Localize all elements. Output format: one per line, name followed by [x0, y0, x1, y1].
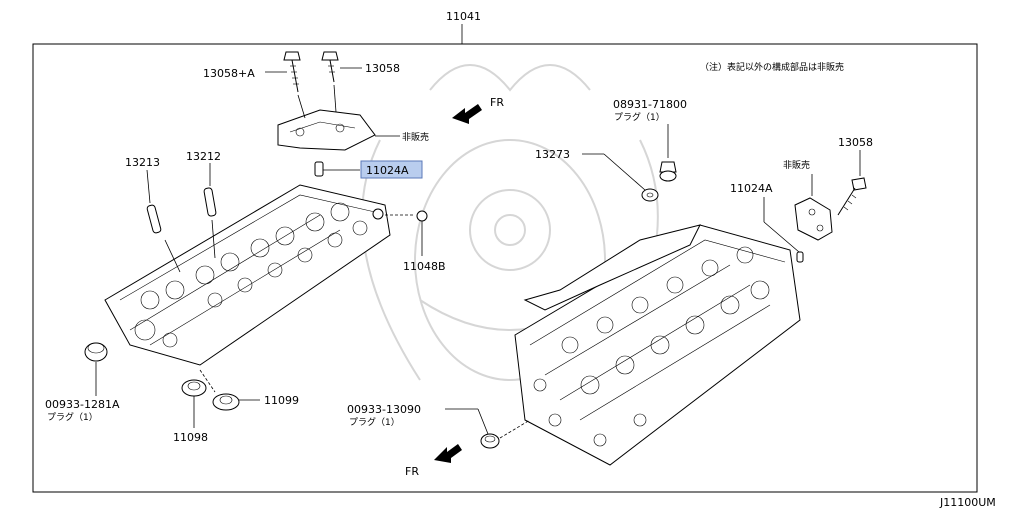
- fr-arrow-bottom-icon: [434, 444, 462, 463]
- label-13058c[interactable]: 13058: [838, 136, 873, 149]
- bolt-13058b: [321, 51, 339, 83]
- right-bracket: [794, 197, 833, 241]
- plug-08931-71800: [659, 161, 677, 182]
- valve-guide-13212: [203, 187, 217, 217]
- diagram-frame: [32, 43, 978, 493]
- label-11024a-right[interactable]: 11024A: [730, 182, 773, 195]
- plug-note-top: プラグ（1）: [614, 111, 665, 123]
- label-11024a-left[interactable]: 11024A: [366, 164, 409, 177]
- fr-label-bottom: FR: [405, 465, 419, 478]
- label-11099[interactable]: 11099: [264, 394, 299, 407]
- seal-11098: [181, 379, 207, 397]
- not-sold-left: 非販売: [402, 131, 429, 143]
- label-13058b[interactable]: 13058: [365, 62, 400, 75]
- label-08931-71800[interactable]: 08931-71800: [613, 98, 687, 111]
- bolt-13058c: [837, 177, 867, 216]
- plug-note-bottom: プラグ（1）: [349, 416, 400, 428]
- right-cylinder-head: [514, 224, 801, 466]
- label-13058a[interactable]: 13058+A: [203, 67, 255, 80]
- dowel-11024a-right: [796, 251, 804, 263]
- dowel-11024a-left: [314, 161, 324, 177]
- washer-13273: [641, 188, 659, 202]
- diagram-code: J11100UM: [939, 496, 996, 509]
- not-sold-right: 非販売: [783, 159, 810, 171]
- plug-note-left: プラグ（1）: [47, 411, 98, 423]
- label-11098[interactable]: 11098: [173, 431, 208, 444]
- label-13212[interactable]: 13212: [186, 150, 221, 163]
- assembly-ref-label[interactable]: 11041: [446, 10, 481, 23]
- bolt-13058a: [283, 51, 301, 93]
- left-cylinder-head: [104, 184, 391, 366]
- left-bracket: [277, 109, 376, 151]
- plug-00933-13090: [480, 433, 500, 449]
- label-13273[interactable]: 13273: [535, 148, 570, 161]
- label-00933-1281a[interactable]: 00933-1281A: [45, 398, 120, 411]
- label-11048b[interactable]: 11048B: [403, 260, 446, 273]
- fr-label-top: FR: [490, 96, 504, 109]
- note-text: （注）表記以外の構成部品は非販売: [700, 61, 844, 73]
- highlight-11024a[interactable]: [360, 160, 423, 179]
- plug-00933-1281a: [84, 342, 108, 362]
- seal-11099: [212, 393, 240, 411]
- label-00933-13090[interactable]: 00933-13090: [347, 403, 421, 416]
- valve-guide-13213: [146, 204, 162, 234]
- label-13213[interactable]: 13213: [125, 156, 160, 169]
- plug-11048b: [416, 210, 428, 222]
- fr-arrow-top-icon: [452, 104, 482, 124]
